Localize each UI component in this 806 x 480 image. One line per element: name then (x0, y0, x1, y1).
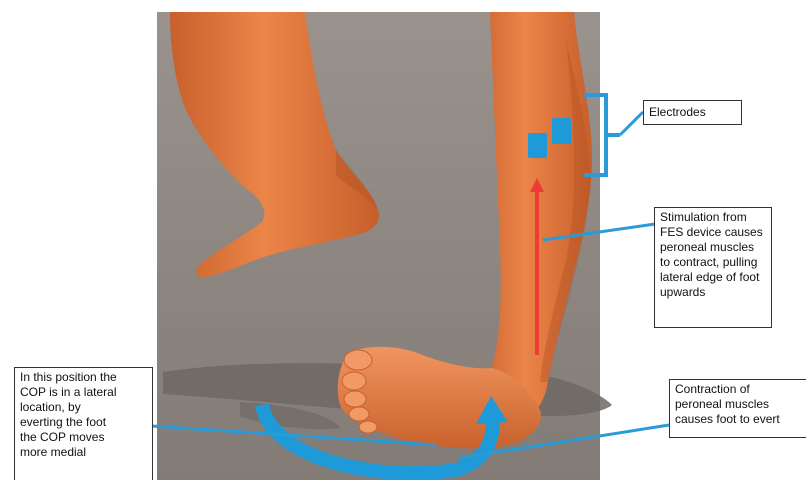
toe (349, 407, 369, 421)
electrode (552, 118, 571, 144)
electrode (528, 133, 547, 158)
toe (342, 372, 366, 390)
toe (344, 391, 366, 407)
electrode-leader-line (620, 112, 643, 135)
toe (359, 421, 377, 433)
cop-label: In this position the COP is in a lateral… (14, 367, 153, 480)
electrodes-label: Electrodes (643, 100, 742, 125)
contraction-label: Contraction of peroneal muscles causes f… (669, 379, 806, 438)
toe (344, 350, 372, 370)
stimulation-label: Stimulation from FES device causes peron… (654, 207, 772, 328)
